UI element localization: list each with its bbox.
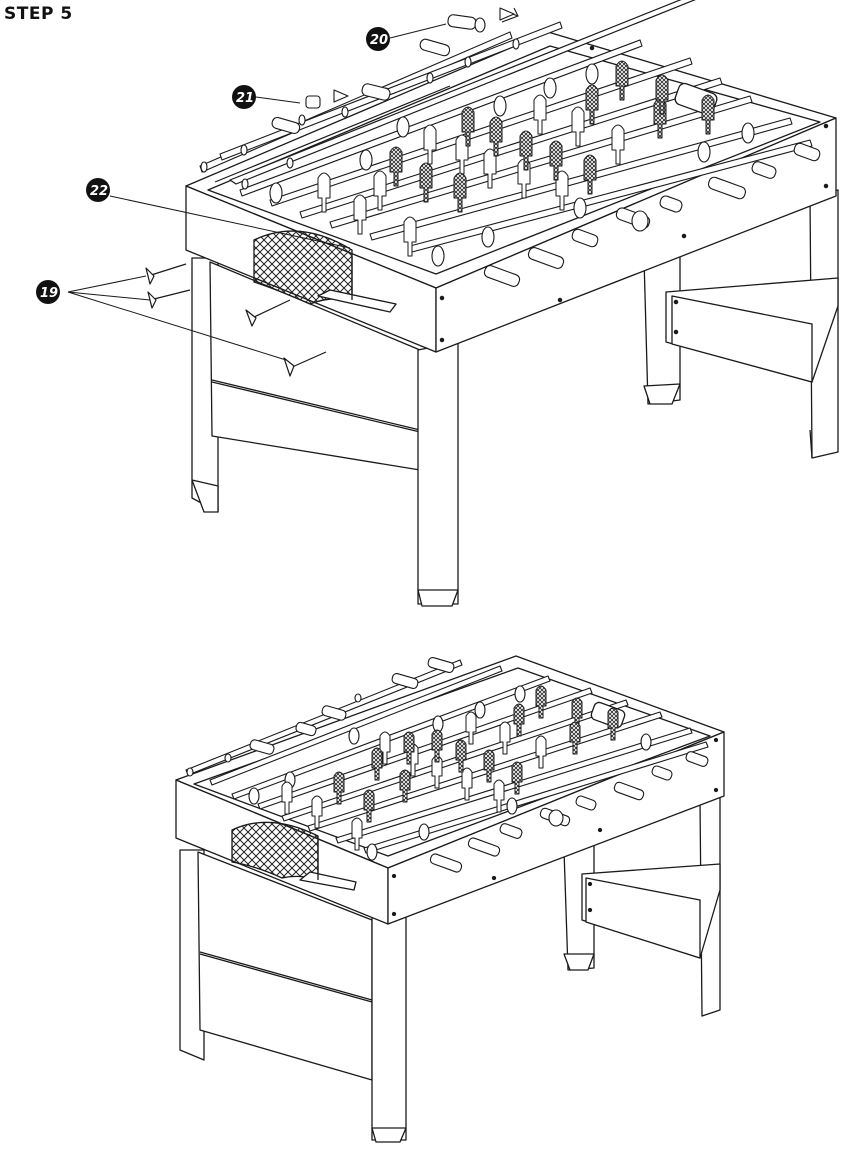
callout-19: 19 (36, 280, 60, 304)
svg-text:22: 22 (90, 184, 108, 199)
top-foosball-table-exploded (68, 0, 838, 606)
leg-front-right (418, 342, 458, 606)
callout-20: 20 (366, 27, 390, 51)
part-20-exploded (447, 8, 518, 32)
svg-text:20: 20 (370, 33, 388, 48)
svg-text:19: 19 (40, 286, 58, 301)
callout-22: 22 (86, 178, 110, 202)
svg-text:21: 21 (236, 91, 254, 106)
callout-21: 21 (232, 85, 256, 109)
bottom-foosball-table-assembled (176, 656, 724, 1142)
leg-front-right (372, 912, 406, 1142)
